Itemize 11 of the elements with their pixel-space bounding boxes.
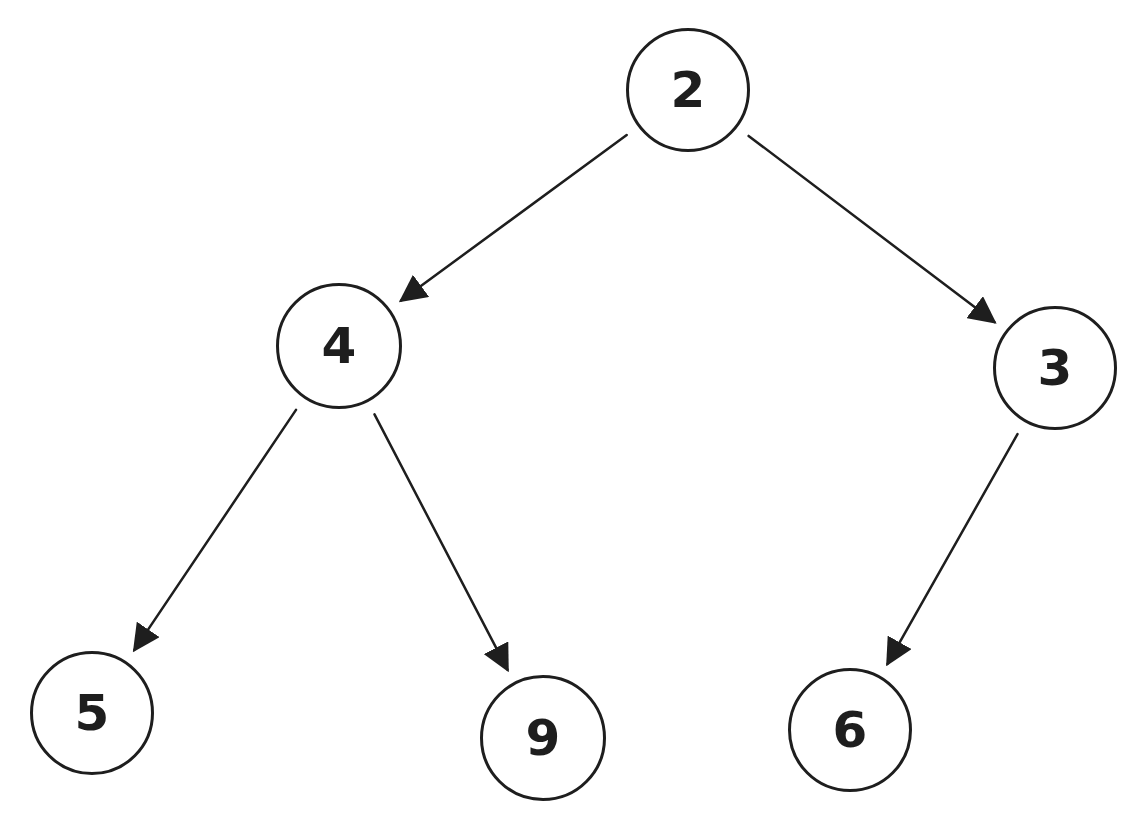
node-number: 5	[74, 688, 110, 738]
node-number: 2	[670, 65, 706, 115]
node-number: 9	[525, 713, 561, 763]
arrow	[132, 408, 298, 653]
node-number: 6	[832, 705, 868, 755]
arrow	[373, 413, 509, 673]
node-number: 3	[1037, 343, 1073, 393]
node-number: 4	[321, 321, 357, 371]
arrow	[886, 432, 1019, 667]
arrow	[398, 133, 628, 303]
arrow	[747, 134, 997, 324]
